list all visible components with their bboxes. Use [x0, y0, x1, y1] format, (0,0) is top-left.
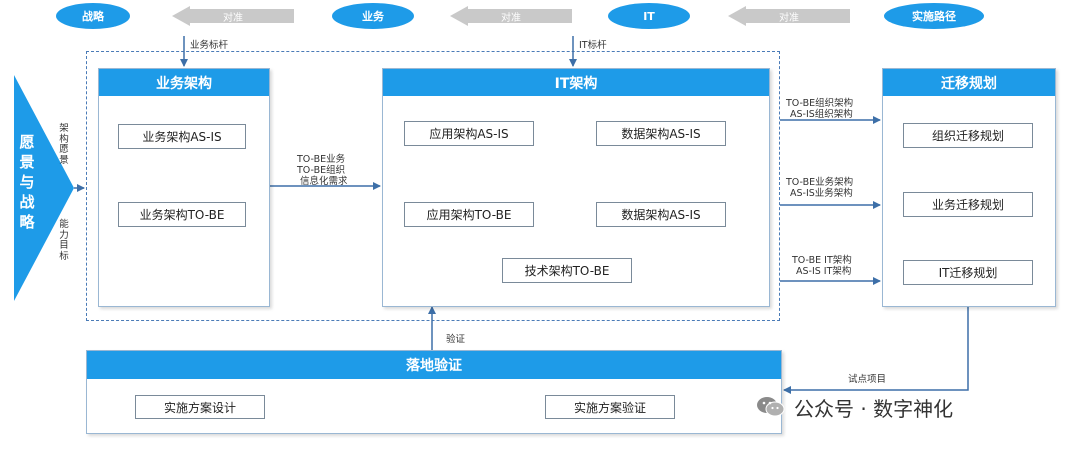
- business-architecture-panel: 业务架构: [98, 68, 270, 307]
- capability-goal-label: 能力目标: [59, 219, 69, 262]
- wechat-icon: [756, 395, 786, 419]
- top-item-strategy: 战略: [56, 3, 130, 29]
- tech-arch-to-be[interactable]: 技术架构TO-BE: [502, 258, 632, 283]
- migration-org-label-1: TO-BE组织架构: [786, 98, 854, 109]
- implementation-design[interactable]: 实施方案设计: [135, 395, 265, 419]
- arch-vision-label: 架构愿景: [59, 123, 69, 166]
- architecture-dashed-frame: [86, 51, 780, 321]
- top-item-it: IT: [608, 3, 690, 29]
- align-label-3: 对准: [779, 13, 799, 24]
- landing-verification-panel: 落地验证: [86, 350, 782, 434]
- app-arch-as-is[interactable]: 应用架构AS-IS: [404, 121, 534, 146]
- it-benchmark-label: IT标杆: [579, 40, 607, 51]
- verify-label: 验证: [446, 334, 466, 345]
- business-arch-as-is[interactable]: 业务架构AS-IS: [118, 124, 246, 149]
- tobe-requirement-2: TO-BE组织: [297, 165, 346, 176]
- tobe-requirement-1: TO-BE业务: [297, 154, 346, 165]
- business-architecture-title: 业务架构: [99, 69, 269, 96]
- vision-chevron: [14, 75, 74, 301]
- it-migration-plan[interactable]: IT迁移规划: [903, 260, 1033, 285]
- align-arrow-2: 对准: [450, 6, 572, 26]
- migration-planning-title: 迁移规划: [883, 69, 1055, 96]
- app-arch-to-be[interactable]: 应用架构TO-BE: [404, 202, 534, 227]
- migration-it-label-2: AS-IS IT架构: [796, 266, 852, 277]
- migration-biz-label-1: TO-BE业务架构: [786, 177, 854, 188]
- biz-migration-plan[interactable]: 业务迁移规划: [903, 192, 1033, 217]
- migration-org-label-2: AS-IS组织架构: [790, 109, 853, 120]
- data-arch-to-be[interactable]: 数据架构AS-IS: [596, 202, 726, 227]
- top-item-implementation-path: 实施路径: [884, 3, 984, 29]
- align-arrow-1: 对准: [172, 6, 294, 26]
- migration-biz-label-2: AS-IS业务架构: [790, 188, 853, 199]
- migration-it-label-1: TO-BE IT架构: [792, 255, 852, 266]
- implementation-verify[interactable]: 实施方案验证: [545, 395, 675, 419]
- watermark-text: 公众号 · 数字神化: [794, 396, 954, 421]
- top-item-business: 业务: [332, 3, 414, 29]
- align-arrow-3: 对准: [728, 6, 850, 26]
- align-label-2: 对准: [501, 13, 521, 24]
- org-migration-plan[interactable]: 组织迁移规划: [903, 123, 1033, 148]
- pilot-project-label: 试点项目: [848, 374, 887, 385]
- it-architecture-title: IT架构: [383, 69, 769, 96]
- business-arch-to-be[interactable]: 业务架构TO-BE: [118, 202, 246, 227]
- data-arch-as-is[interactable]: 数据架构AS-IS: [596, 121, 726, 146]
- tobe-requirement-3: 信息化需求: [300, 176, 348, 187]
- business-benchmark-label: 业务标杆: [190, 40, 229, 51]
- watermark: 公众号 · 数字神化: [756, 392, 953, 422]
- landing-verification-title: 落地验证: [87, 351, 781, 379]
- align-label-1: 对准: [223, 13, 243, 24]
- vision-text: 愿景与战略: [19, 133, 35, 231]
